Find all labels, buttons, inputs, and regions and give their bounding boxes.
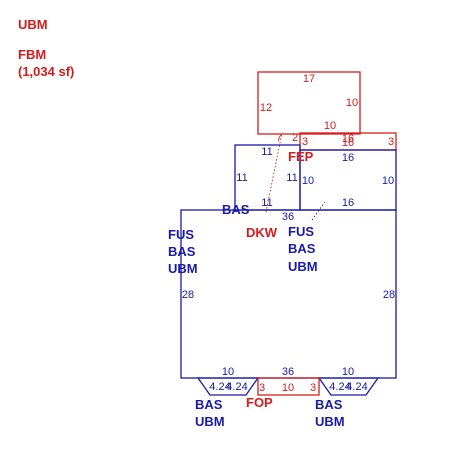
area-size: (1,034 sf) bbox=[18, 64, 74, 79]
fus-leader-line bbox=[311, 201, 326, 221]
dim-label: 36 bbox=[282, 366, 294, 378]
dim-label: 4.24 bbox=[226, 381, 247, 393]
dim-label: 10 bbox=[282, 382, 294, 394]
dim-label: 4.24 bbox=[329, 381, 350, 393]
dim-label: 4.24 bbox=[209, 381, 230, 393]
dim-label: 11 bbox=[261, 146, 272, 158]
dim-label: 3 bbox=[302, 136, 308, 148]
dim-label: 10 bbox=[222, 366, 234, 378]
fop-label: FOP bbox=[246, 395, 273, 410]
main-left-label-2: BAS bbox=[168, 244, 196, 259]
bay-left-label-1: BAS bbox=[195, 397, 223, 412]
dim-label: 3 bbox=[310, 382, 316, 394]
dim-label: 11 bbox=[286, 172, 297, 184]
bay-left-label-2: UBM bbox=[195, 414, 225, 429]
left-bay-outline bbox=[196, 377, 260, 396]
dim-label: 28 bbox=[383, 289, 395, 301]
dim-label: 11 bbox=[236, 172, 247, 184]
dim-label: 3 bbox=[388, 136, 394, 148]
upper-deck-outline bbox=[257, 71, 361, 135]
dim-label: 7 bbox=[276, 132, 282, 144]
dim-label: 3 bbox=[259, 382, 265, 394]
fop-outline bbox=[257, 377, 320, 396]
dim-label: 10 bbox=[302, 175, 314, 187]
dim-label: 16 bbox=[342, 152, 354, 164]
bas-upper-label: BAS bbox=[222, 202, 250, 217]
dkw-label: DKW bbox=[246, 225, 278, 240]
dim-label: 10 bbox=[346, 97, 358, 109]
main-left-label-3: UBM bbox=[168, 261, 198, 276]
main-left-label-1: FUS bbox=[168, 227, 194, 242]
fep-label: FEP bbox=[288, 149, 314, 164]
dim-label: 16 bbox=[342, 133, 354, 145]
dim-label: 16 bbox=[342, 197, 354, 209]
dim-label: 2 bbox=[292, 132, 298, 144]
main-right-label-2: BAS bbox=[288, 241, 316, 256]
dim-label: 11 bbox=[261, 197, 272, 209]
dim-label: 36 bbox=[282, 211, 294, 223]
dim-label: 10 bbox=[382, 175, 394, 187]
right-bay-outline bbox=[317, 377, 380, 396]
bay-right-label-1: BAS bbox=[315, 397, 343, 412]
dim-label: 10 bbox=[342, 366, 354, 378]
dkw-leader-line bbox=[265, 132, 283, 213]
area-name: FBM bbox=[18, 47, 46, 62]
dim-label: 16 bbox=[342, 137, 354, 149]
dim-label: 17 bbox=[303, 73, 315, 85]
dim-label: 28 bbox=[182, 289, 194, 301]
main-right-label-1: FUS bbox=[288, 224, 314, 239]
dim-label: 12 bbox=[260, 102, 272, 114]
dim-label: 4.24 bbox=[346, 381, 367, 393]
sketch-title: UBM bbox=[18, 17, 48, 32]
dim-label: 10 bbox=[324, 120, 336, 132]
main-right-label-3: UBM bbox=[288, 259, 318, 274]
bay-right-label-2: UBM bbox=[315, 414, 345, 429]
